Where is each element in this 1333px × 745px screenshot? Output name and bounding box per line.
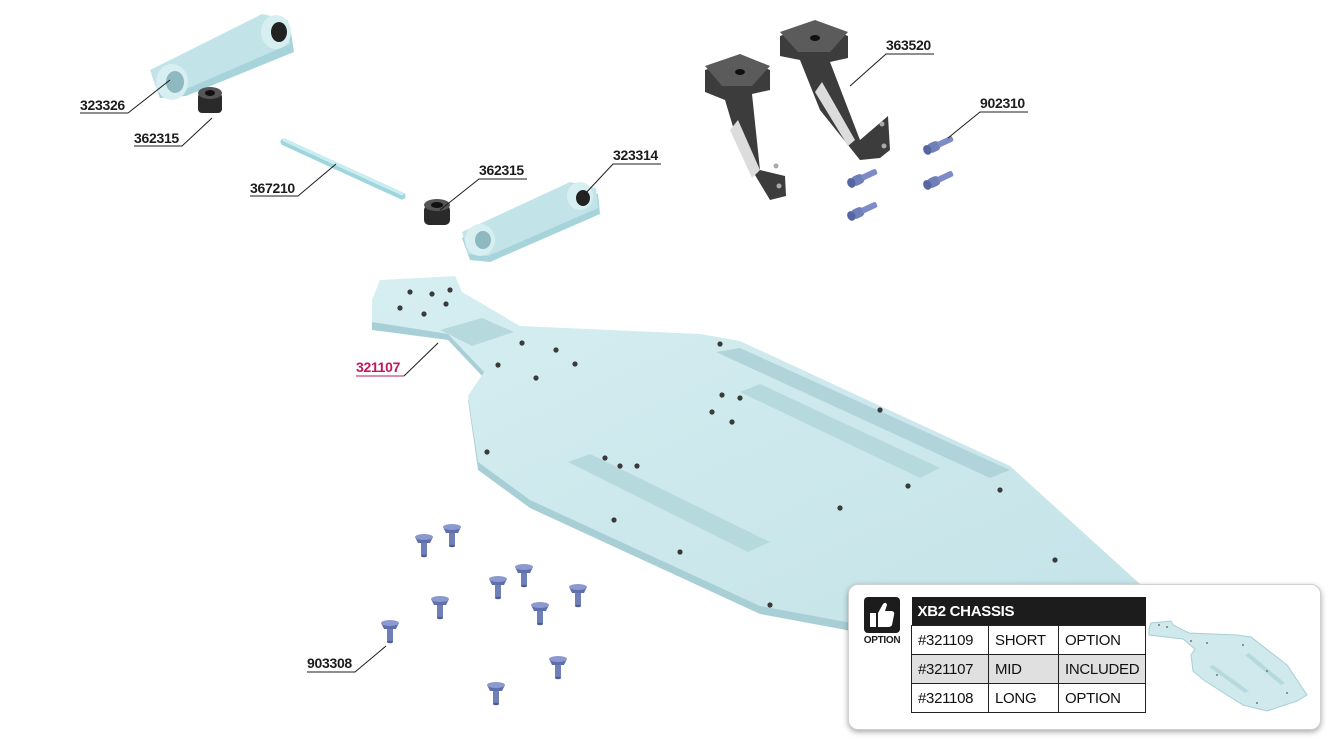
size-cell: LONG (988, 683, 1059, 713)
front-brace-323326 (150, 14, 294, 100)
rear-brace-323314 (462, 182, 600, 262)
part-number-cell: #321109 (911, 625, 989, 655)
body-mount-bracket-right (780, 20, 890, 160)
callout-363520: 363520 (849, 37, 934, 87)
chassis-slot-right (740, 384, 940, 478)
chassis-holes (397, 287, 1058, 633)
callout-321107: 321107 (356, 342, 439, 377)
flat-screws-903308 (381, 524, 587, 706)
size-cell: MID (988, 654, 1059, 684)
callout-label: 902310 (980, 95, 1025, 111)
callout-label: 367210 (250, 180, 295, 196)
status-cell: INCLUDED (1057, 654, 1147, 684)
callout-903308: 903308 (307, 645, 387, 673)
option-badge: OPTION (859, 597, 905, 646)
callout-label: 323314 (613, 147, 658, 163)
chassis-slot-left (568, 454, 770, 552)
callout-362315-middle: 362315 (439, 162, 527, 211)
callout-label: 321107 (356, 359, 401, 375)
callout-323326: 323326 (80, 79, 171, 114)
thumbs-up-icon (864, 597, 900, 633)
callout-323314: 323314 (583, 147, 661, 196)
table-row: #321107 MID INCLUDED (911, 654, 1147, 684)
table-header-row: XB2 CHASSIS (911, 597, 1146, 626)
callout-label: 323326 (80, 97, 125, 113)
status-cell: OPTION (1057, 625, 1147, 655)
bushing-362315-left (198, 87, 222, 113)
option-badge-label: OPTION (863, 635, 901, 646)
table-title: XB2 CHASSIS (911, 597, 1146, 626)
body-mount-bracket-left (705, 54, 786, 200)
table-row: #321108 LONG OPTION (911, 683, 1147, 713)
chassis-plate (372, 276, 1140, 640)
chassis-plate-top (372, 276, 1140, 632)
part-number-cell: #321107 (911, 654, 989, 684)
part-number-cell: #321108 (911, 683, 989, 713)
size-cell: SHORT (988, 625, 1059, 655)
table-row: #321109 SHORT OPTION (911, 625, 1147, 655)
status-cell: OPTION (1057, 683, 1147, 713)
callout-label: 903308 (307, 655, 352, 671)
callout-label: 362315 (134, 130, 179, 146)
chassis-option-table: XB2 CHASSIS #321109 SHORT OPTION #321107… (911, 597, 1147, 713)
hinge-pin-367210 (280, 138, 406, 200)
callout-label: 362315 (479, 162, 524, 178)
chassis-side-rail (716, 348, 1010, 478)
bushing-362315-middle (424, 199, 450, 225)
callout-902310: 902310 (947, 95, 1028, 139)
callout-367210: 367210 (250, 163, 337, 197)
callout-label: 363520 (886, 37, 931, 53)
callout-362315-left: 362315 (134, 117, 213, 147)
chassis-slot-front (440, 318, 514, 346)
chassis-thumbnail-image (1148, 620, 1308, 712)
chassis-option-box: OPTION XB2 CHASSIS #321109 SHORT OPTION … (848, 584, 1321, 730)
